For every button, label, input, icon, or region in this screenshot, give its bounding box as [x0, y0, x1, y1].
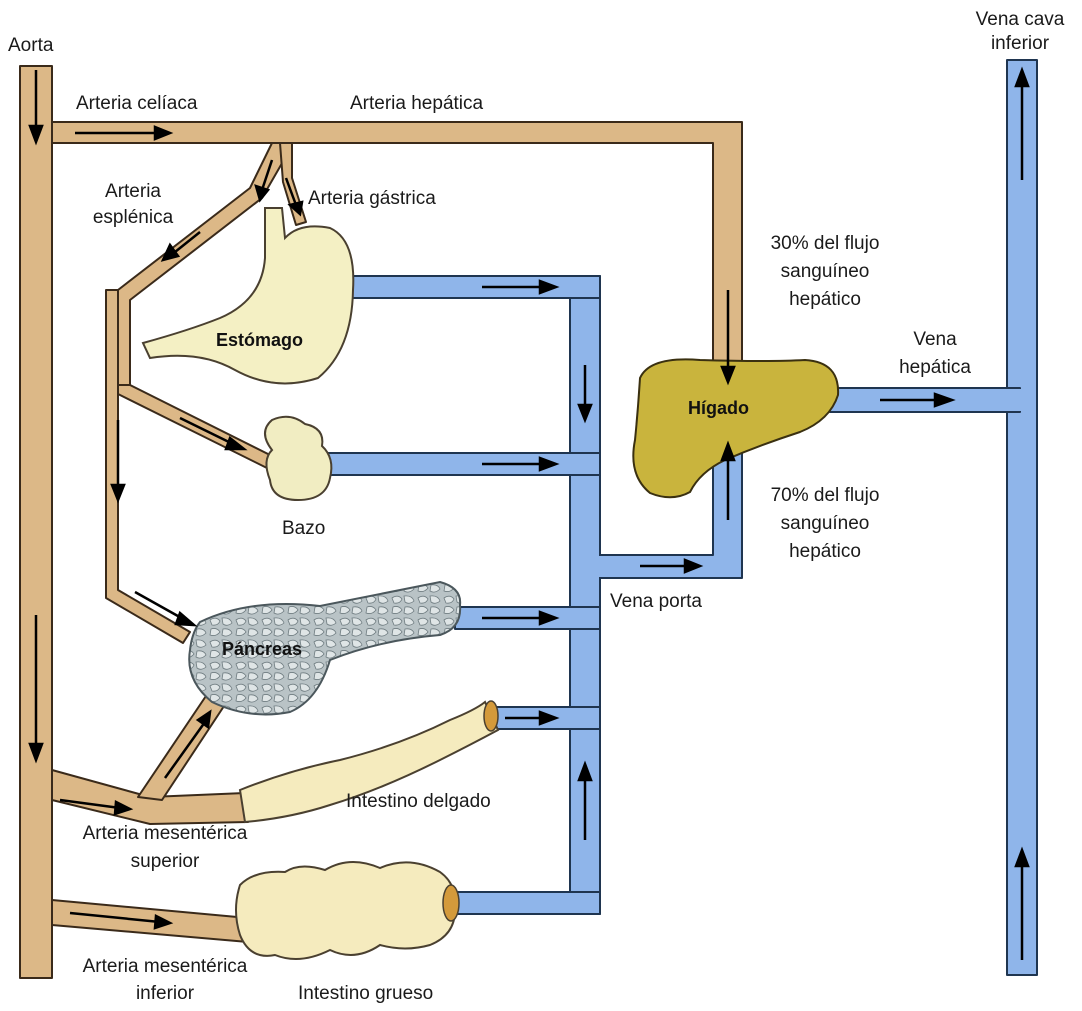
- aorta: [20, 66, 52, 978]
- small-intestine-opening: [484, 701, 498, 731]
- label-mesenterica-inf-1: Arteria mesentérica: [50, 955, 280, 979]
- label-estomago: Estómago: [216, 328, 303, 352]
- label-pancreas: Páncreas: [222, 637, 302, 661]
- hepatic-artery: [52, 122, 742, 372]
- gastric-artery: [280, 143, 306, 225]
- label-vena-hepatica-1: Vena: [880, 328, 990, 352]
- inferior-vena-cava: [1007, 60, 1037, 975]
- label-flujo70-1: 70% del flujo: [750, 484, 900, 508]
- label-mesenterica-sup-1: Arteria mesentérica: [50, 822, 280, 846]
- label-arteria-esplenica-2: esplénica: [78, 206, 188, 230]
- label-vena-cava-1: Vena cava: [965, 8, 1075, 32]
- label-flujo30-1: 30% del flujo: [750, 232, 900, 256]
- label-mesenterica-inf-2: inferior: [50, 982, 280, 1006]
- large-intestine-opening: [443, 885, 459, 921]
- label-intestino-grueso: Intestino grueso: [298, 982, 433, 1006]
- label-flujo30-2: sanguíneo: [750, 260, 900, 284]
- label-bazo: Bazo: [282, 517, 325, 541]
- label-mesenterica-sup-2: superior: [50, 850, 280, 874]
- label-flujo70-3: hepático: [750, 540, 900, 564]
- gastric-vein: [345, 276, 600, 298]
- label-vena-hepatica-2: hepática: [880, 356, 990, 380]
- label-arteria-hepatica: Arteria hepática: [350, 92, 483, 116]
- spleen: [265, 417, 331, 500]
- large-intestine: [236, 862, 455, 959]
- label-aorta: Aorta: [8, 34, 53, 58]
- label-intestino-delgado: Intestino delgado: [346, 790, 491, 814]
- label-arteria-esplenica-1: Arteria: [78, 180, 188, 204]
- label-vena-porta: Vena porta: [610, 590, 702, 614]
- label-flujo30-3: hepático: [750, 288, 900, 312]
- label-vena-cava-2: inferior: [965, 32, 1075, 56]
- label-flujo70-2: sanguíneo: [750, 512, 900, 536]
- label-arteria-celiaca: Arteria celíaca: [76, 92, 197, 116]
- label-arteria-gastrica: Arteria gástrica: [308, 187, 436, 211]
- stomach: [143, 208, 353, 383]
- pancreas-artery: [138, 690, 228, 800]
- label-higado: Hígado: [688, 396, 749, 420]
